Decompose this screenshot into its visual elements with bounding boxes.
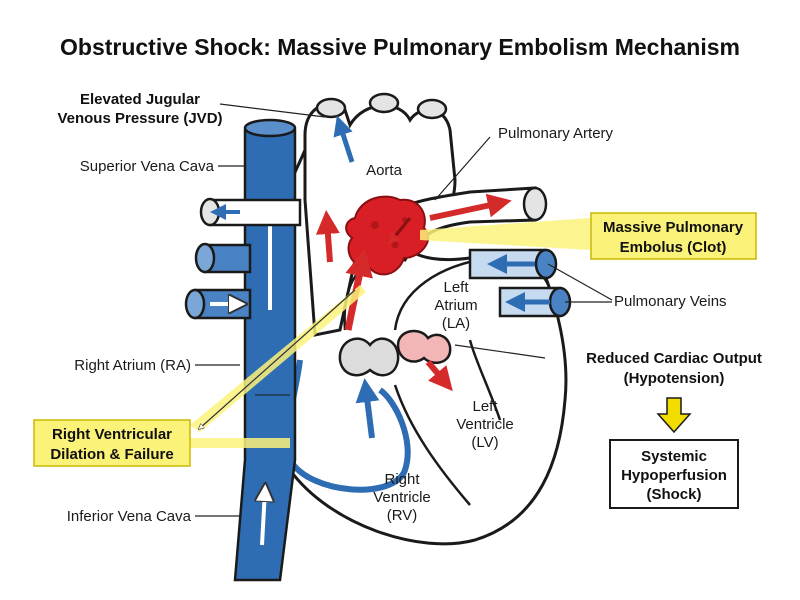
rco-label-line2: (Hypotension) <box>624 370 725 387</box>
left-vein-3-end <box>184 288 206 320</box>
rv-label-line1: Right <box>384 471 420 488</box>
pe-label-box <box>590 212 757 260</box>
pulmonary-flow-arrow <box>429 193 512 221</box>
left-vein-1-end <box>199 197 221 227</box>
mitral-valve <box>396 329 452 365</box>
left-ventricle-wall <box>468 339 502 421</box>
pe-label-line2: Embolus (Clot) <box>620 239 727 256</box>
rv-flow-arrow <box>355 378 380 439</box>
aortic-branch-1 <box>315 97 347 119</box>
left-vein-2-end <box>194 242 216 274</box>
ivc-arrow <box>262 490 265 546</box>
svc-opening <box>243 118 297 138</box>
clot-arrow <box>388 217 412 245</box>
pulmonic-valve <box>338 337 400 377</box>
rv-lower-band <box>190 438 290 448</box>
aorta-label: Aorta <box>366 162 403 179</box>
diagram-title: Obstructive Shock: Massive Pulmonary Emb… <box>60 34 740 60</box>
aortic-flow-arrow-red <box>315 210 340 263</box>
rco-label-line1: Reduced Cardiac Output <box>586 350 762 367</box>
lv-label-line3: (LV) <box>471 434 498 451</box>
svc-label: Superior Vena Cava <box>80 158 215 175</box>
pe-label-line1: Massive Pulmonary <box>603 219 744 236</box>
shock-box <box>609 439 739 509</box>
pe-highlight-band <box>420 218 590 250</box>
rv-failure-label-line1: Right Ventricular <box>52 426 172 443</box>
pv-leader-1 <box>547 263 613 301</box>
shock-label-line3: (Shock) <box>646 486 701 503</box>
shock-label-line1: Systemic <box>641 448 707 465</box>
aortic-flow-arrow-blue <box>333 115 355 163</box>
pa-leader <box>434 136 491 201</box>
la-label-line1: Left <box>443 279 469 296</box>
rv-label-line3: (RV) <box>387 507 418 524</box>
jvd-label-line2: Venous Pressure (JVD) <box>57 110 222 127</box>
shock-down-arrow <box>656 397 692 434</box>
lv-label-line1: Left <box>472 398 498 415</box>
aortic-branch-2 <box>368 92 400 114</box>
jvd-leader <box>219 103 326 118</box>
lv-label-line2: Ventricle <box>456 416 514 433</box>
rv-failure-arrow <box>200 289 356 428</box>
pulmonary-artery-end <box>522 186 548 222</box>
rv-failure-label-line2: Dilation & Failure <box>50 446 173 463</box>
la-label-line2: Atrium <box>434 297 477 314</box>
pulmonary-veins-label: Pulmonary Veins <box>614 293 727 310</box>
pulmonary-artery-label: Pulmonary Artery <box>498 125 614 142</box>
ra-label: Right Atrium (RA) <box>74 357 191 374</box>
ventricular-septum <box>393 384 471 506</box>
la-label-line3: (LA) <box>442 315 470 332</box>
aortic-branch-3 <box>416 98 448 120</box>
shock-label-line2: Hypoperfusion <box>621 467 727 484</box>
ivc-label: Inferior Vena Cava <box>67 508 192 525</box>
right-vein-1-end <box>534 248 558 280</box>
rv-label-line2: Ventricle <box>373 489 431 506</box>
clot-texture-2 <box>391 241 399 249</box>
rco-leader <box>454 344 546 359</box>
clot-texture-1 <box>371 221 379 229</box>
jvd-label-line1: Elevated Jugular <box>80 91 200 108</box>
rv-failure-label-box <box>33 419 191 467</box>
mitral-flow-arrow <box>425 360 453 392</box>
